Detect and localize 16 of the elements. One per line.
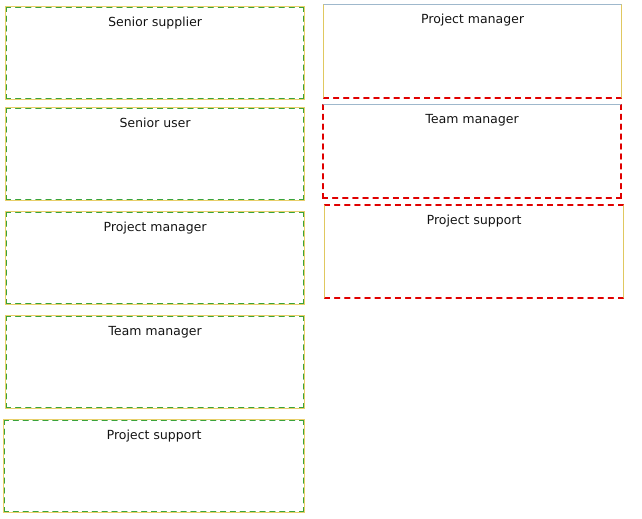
- answer-box: [5, 315, 305, 409]
- role-label: Team manager: [107, 323, 203, 338]
- role-label: Senior user: [118, 115, 192, 130]
- role-label: Project manager: [420, 11, 525, 26]
- role-label: Project support: [106, 427, 202, 442]
- role-label: Project support: [426, 212, 522, 227]
- answer-box: [323, 4, 622, 99]
- answer-box: [5, 211, 305, 305]
- answer-box: [324, 204, 624, 299]
- answer-box: [3, 419, 305, 513]
- answer-box: [5, 107, 305, 201]
- answer-box: [5, 6, 305, 100]
- role-label: Senior supplier: [107, 14, 203, 29]
- answer-box: [322, 104, 622, 199]
- role-label: Team manager: [424, 111, 520, 126]
- role-label: Project manager: [102, 219, 208, 234]
